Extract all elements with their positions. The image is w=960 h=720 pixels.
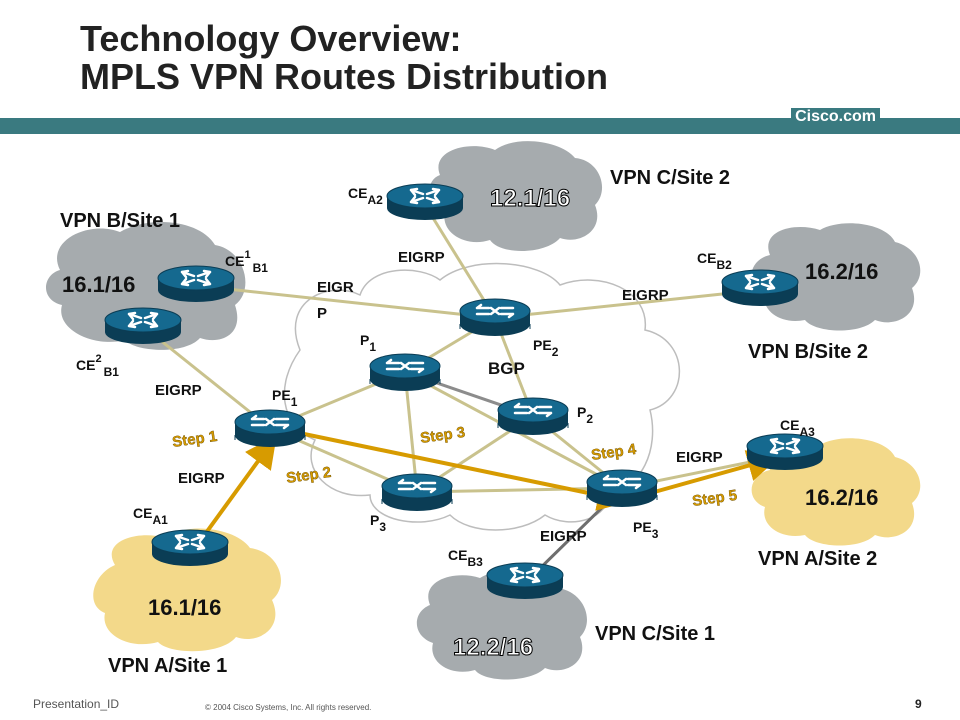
- label-vpn-b-site1: VPN B/Site 1: [60, 210, 180, 232]
- step-arrows: [193, 428, 780, 550]
- router-pe2: [458, 297, 532, 338]
- label-eigrp-cea1: EIGRP: [178, 470, 225, 487]
- label-step5: Step 5: [691, 487, 738, 510]
- label-vpn-a-site1: VPN A/Site 1: [108, 655, 227, 677]
- router-ce-b2: [720, 268, 800, 308]
- provider-cloud: [283, 262, 681, 531]
- arrow-step1: [193, 435, 277, 550]
- label-eigrp-ceb2: EIGRP: [622, 287, 669, 304]
- cloud-vpn-a-site1: [93, 528, 281, 652]
- label-ce-a1: CEA1: [133, 505, 168, 527]
- label-eigrp-cea2: EIGRP: [398, 249, 445, 266]
- label-eigrp-ce2b1: EIGRP: [155, 382, 202, 399]
- label-eigrp-ceb3: EIGRP: [540, 528, 587, 545]
- label-ce-b3: CEB3: [448, 547, 483, 569]
- label-pe1: PE1: [272, 387, 298, 409]
- router-ce-a2: [385, 182, 465, 222]
- label-ce-b2: CEB2: [697, 250, 732, 272]
- label-vpn-c-site1: VPN C/Site 1: [595, 623, 715, 645]
- prefix-a-site1: 16.1/16: [148, 595, 221, 620]
- header-band: [0, 118, 960, 134]
- link-pe2-ceb2: [494, 288, 761, 320]
- label-step1: Step 1: [171, 428, 218, 451]
- label-ce-a3: CEA3: [780, 417, 815, 439]
- prefix-c-site2: 12.1/16: [490, 185, 570, 212]
- label-vpn-c-site2: VPN C/Site 2: [610, 167, 730, 189]
- router-ce-b3: [485, 561, 565, 601]
- label-ce-a2: CEA2: [348, 185, 383, 207]
- cloud-vpn-c-site1: [416, 570, 587, 680]
- link-p1-p3: [403, 371, 419, 493]
- router-p2: [496, 396, 570, 437]
- label-p2: P2: [577, 404, 593, 426]
- label-ce2-b1: CE2B1: [76, 353, 119, 379]
- label-step3: Step 3: [419, 424, 466, 447]
- router-p3: [380, 472, 454, 513]
- router-ce-a3: [745, 432, 825, 472]
- label-p1: P1: [360, 332, 376, 354]
- label-pe3: PE3: [633, 519, 659, 541]
- cloud-vpn-c-site2: [429, 141, 603, 252]
- router-pe1: [233, 408, 307, 449]
- router-ce1-b1: [156, 264, 236, 304]
- label-eigr-line1: EIGR: [317, 279, 354, 296]
- page-number: 9: [915, 697, 922, 711]
- page-title: Technology Overview: MPLS VPN Routes Dis…: [80, 20, 608, 96]
- router-ce-a1: [150, 528, 230, 568]
- prefix-b-site2: 16.2/16: [805, 259, 878, 284]
- router-ce2-b1: [103, 306, 183, 346]
- label-vpn-b-site2: VPN B/Site 2: [748, 341, 868, 363]
- footer-copyright: © 2004 Cisco Systems, Inc. All rights re…: [205, 703, 372, 712]
- title-line-2: MPLS VPN Routes Distribution: [80, 56, 609, 97]
- label-step4: Step 4: [590, 441, 638, 464]
- link-ce1b1-pe2: [199, 284, 496, 320]
- prefix-a-site2: 16.2/16: [805, 485, 878, 510]
- label-pe2: PE2: [533, 337, 559, 359]
- prefix-c-site1: 12.2/16: [453, 634, 533, 661]
- title-line-1: Technology Overview:: [80, 18, 462, 59]
- cloud-vpn-b-site2: [751, 223, 921, 331]
- prefix-b-site1: 16.1/16: [62, 272, 135, 297]
- label-bgp: BGP: [488, 359, 525, 378]
- link-ce2b1-pe1: [144, 326, 271, 430]
- brand-label: Cisco.com: [791, 108, 880, 126]
- label-vpn-a-site2: VPN A/Site 2: [758, 548, 877, 570]
- label-ce1-b1: CE1B1: [225, 249, 268, 275]
- label-eigrp-cea3: EIGRP: [676, 449, 723, 466]
- footer-presentation-id: Presentation_ID: [33, 697, 120, 711]
- label-step2: Step 2: [285, 464, 332, 487]
- label-p3: P3: [370, 512, 386, 534]
- arrow-step3: [284, 428, 630, 511]
- router-p1: [368, 352, 442, 393]
- label-eigr-line2: P: [317, 305, 327, 322]
- cloud-vpn-b-site1: [46, 222, 246, 350]
- router-pe3: [585, 468, 659, 509]
- arrow-step5: [639, 450, 780, 498]
